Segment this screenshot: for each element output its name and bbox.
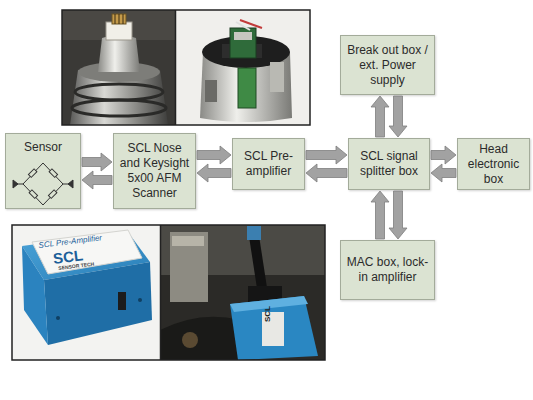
signal-arrow — [431, 164, 456, 182]
signal-arrow — [306, 146, 347, 164]
process-box: SCL signal splitter box — [348, 138, 430, 190]
signal-arrow — [82, 171, 112, 189]
box-label: Break out box / ext. Power supply — [345, 43, 430, 88]
box-label: SCL signal splitter box — [353, 149, 425, 179]
process-box: SCL Pre-amplifier — [232, 138, 305, 190]
signal-arrow — [371, 96, 389, 137]
signal-arrow — [389, 191, 407, 239]
box-label: Sensor — [24, 140, 62, 155]
box-label: MAC box, lock-in amplifier — [345, 255, 430, 285]
process-box: SCL Nose and Keysight 5x00 AFM Scanner — [113, 133, 196, 209]
process-box: Break out box / ext. Power supply — [340, 35, 435, 95]
photo-label: SCL — [263, 306, 272, 322]
process-box: Sensor — [5, 133, 81, 209]
photo-frame — [62, 10, 310, 125]
signal-arrow — [389, 96, 407, 137]
signal-arrow — [197, 164, 231, 182]
signal-arrow — [306, 164, 347, 182]
scanner-photo — [62, 10, 175, 125]
process-box: Head electronic box — [457, 138, 530, 190]
signal-arrow — [371, 191, 389, 239]
box-label: Head electronic box — [462, 142, 525, 187]
signal-arrow — [431, 146, 456, 164]
photo-divider — [160, 225, 162, 360]
photo-frame — [12, 225, 325, 360]
mounted-preamp-photo — [160, 225, 325, 360]
box-label: SCL Pre-amplifier — [237, 149, 300, 179]
photo-divider — [175, 10, 177, 125]
box-label: SCL Nose and Keysight 5x00 AFM Scanner — [118, 141, 191, 201]
preamp-photo — [12, 225, 160, 360]
nose-photo — [176, 10, 310, 125]
process-box: MAC box, lock-in amplifier — [340, 240, 435, 300]
signal-arrow — [82, 153, 112, 171]
signal-arrow — [197, 146, 231, 164]
